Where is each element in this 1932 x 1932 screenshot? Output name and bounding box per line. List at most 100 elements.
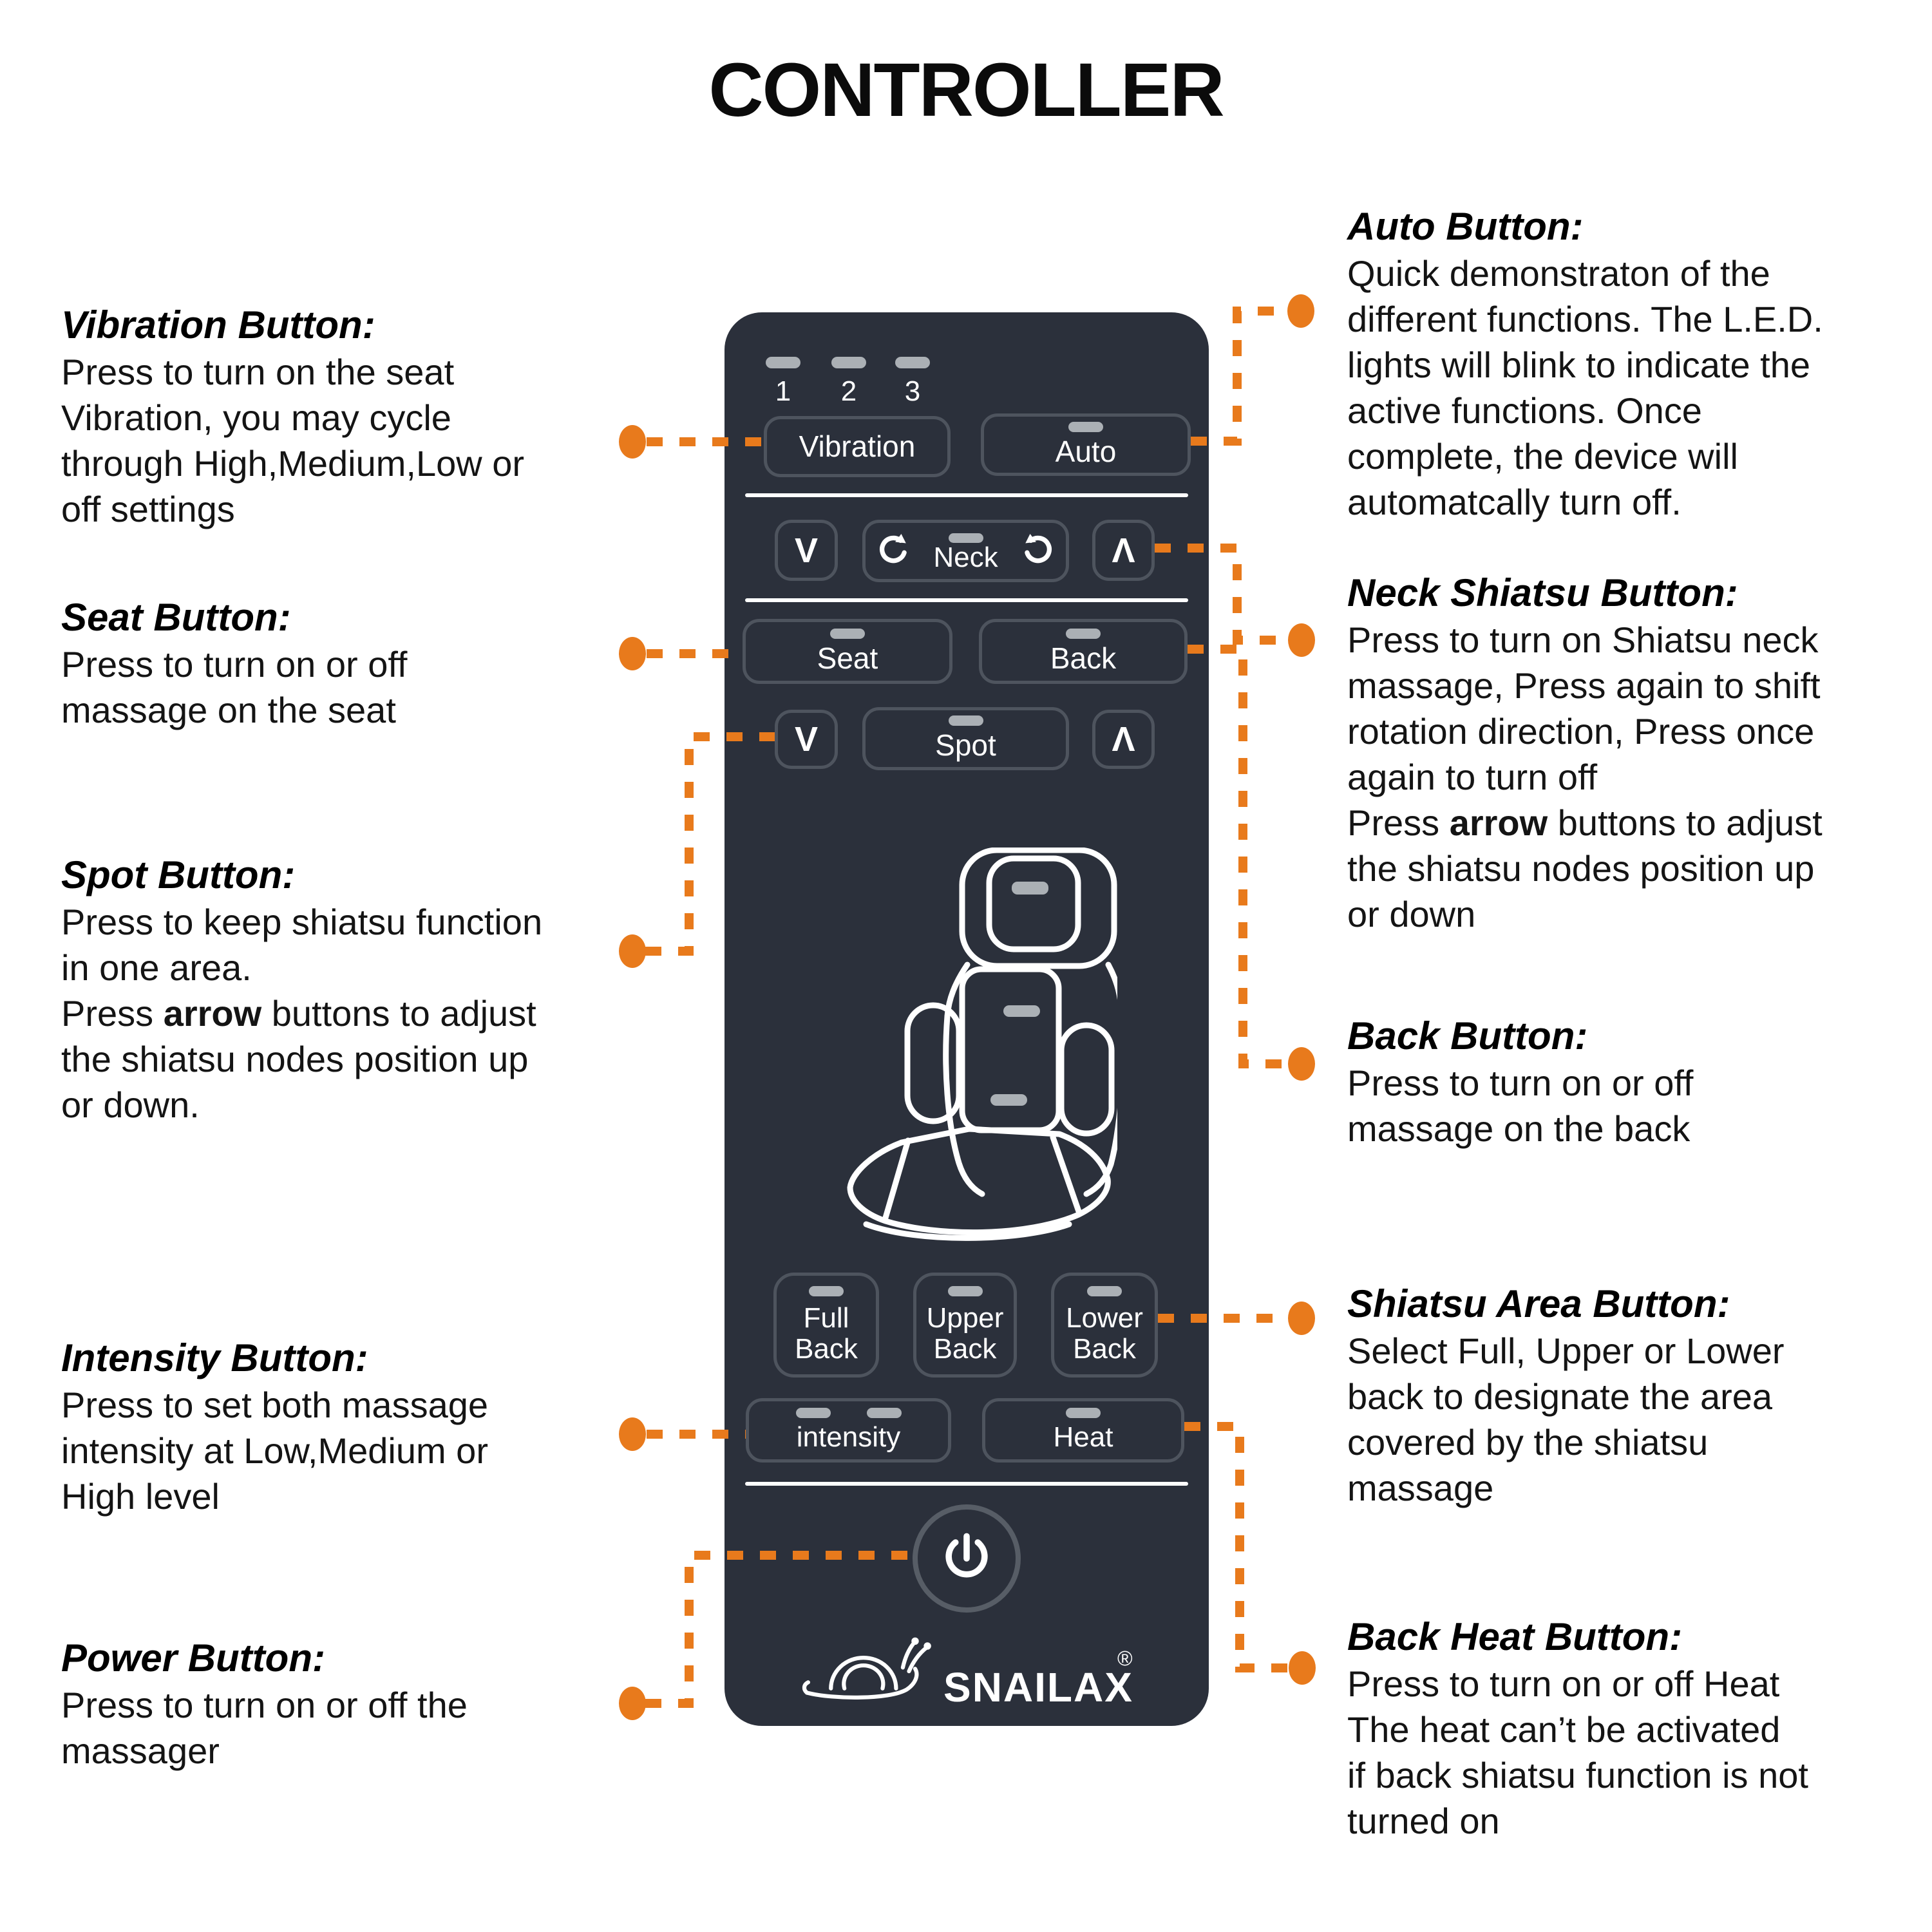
heat-button-label: Heat xyxy=(1053,1421,1113,1454)
annotation-line: Press to set both massage xyxy=(61,1385,489,1425)
indicator-label-2: 2 xyxy=(840,375,857,407)
arrow-up-icon: Λ xyxy=(1112,531,1135,570)
spot-button-label: Spot xyxy=(935,728,996,762)
annotation-line: High level xyxy=(61,1476,220,1517)
intensity-button-led-2 xyxy=(866,1408,902,1419)
annotation-line: Press arrow buttons to adjust xyxy=(61,993,536,1034)
seat-illustration-led xyxy=(990,1094,1027,1106)
vibration-button: Vibration xyxy=(764,416,951,477)
annotation-back-heat-button: Back Heat Button: Press to turn on or of… xyxy=(1347,1613,1808,1844)
spot-down-arrow-button: V xyxy=(775,710,838,769)
annotation-line: Quick demonstraton of the xyxy=(1347,253,1770,294)
arrow-down-icon: V xyxy=(794,531,819,570)
neck-down-arrow-button: V xyxy=(775,520,838,581)
upper-back-button-label: Upper Back xyxy=(926,1302,1004,1365)
annotation-line: covered by the shiatsu xyxy=(1347,1422,1709,1463)
registered-trademark: ® xyxy=(1117,1647,1133,1670)
indicator-led-2 xyxy=(831,357,866,368)
annotation-body: Press to set both massage intensity at Lo… xyxy=(61,1382,488,1519)
leader-dot xyxy=(619,934,646,968)
annotation-line: back to designate the area xyxy=(1347,1376,1773,1417)
leader-dot xyxy=(1288,623,1315,657)
back-button-label: Back xyxy=(1050,641,1117,675)
spot-button: Spot xyxy=(862,707,1069,770)
intensity-button-label: intensity xyxy=(796,1421,901,1454)
neck-button-label: Neck xyxy=(933,542,998,573)
back-button-led xyxy=(1066,628,1101,639)
annotation-line: again to turn off xyxy=(1347,757,1598,797)
indicator-label-1: 1 xyxy=(775,375,791,407)
leader-dot xyxy=(619,425,646,459)
annotation-line: the shiatsu nodes position up xyxy=(61,1039,529,1079)
annotation-line: massage xyxy=(1347,1468,1494,1508)
annotation-line: off settings xyxy=(61,489,235,529)
annotation-line: active functions. Once xyxy=(1347,390,1702,431)
seat-button: Seat xyxy=(743,619,952,684)
annotation-heading: Seat Button: xyxy=(61,596,291,639)
annotation-line: Press to turn on Shiatsu neck xyxy=(1347,620,1819,660)
annotation-heading: Power Button: xyxy=(61,1636,325,1680)
arrow-up-icon: Λ xyxy=(1112,720,1135,759)
annotation-power-button: Power Button: Press to turn on or off th… xyxy=(61,1634,468,1774)
lower-back-button-label: Lower Back xyxy=(1066,1302,1143,1365)
leader-dot xyxy=(619,1417,646,1451)
annotation-line: rotation direction, Press once xyxy=(1347,711,1815,752)
annotation-line: intensity at Low,Medium or xyxy=(61,1430,488,1471)
annotation-heading: Shiatsu Area Button: xyxy=(1347,1282,1730,1325)
seat-button-label: Seat xyxy=(817,641,878,675)
upper-back-button: Upper Back xyxy=(913,1273,1017,1378)
seat-illustration-led xyxy=(1012,882,1048,895)
brand-name: SNAILAX xyxy=(943,1664,1133,1710)
annotation-heading: Back Heat Button: xyxy=(1347,1615,1683,1658)
lower-back-button: Lower Back xyxy=(1051,1273,1158,1378)
seat-button-led xyxy=(830,628,865,639)
separator-line xyxy=(745,1482,1188,1486)
annotation-line: complete, the device will xyxy=(1347,436,1738,477)
leader-dot xyxy=(1288,1302,1315,1335)
arrow-down-icon: V xyxy=(794,720,819,759)
spot-up-arrow-button: Λ xyxy=(1092,710,1155,769)
intensity-button-led-1 xyxy=(795,1408,831,1419)
annotation-heading: Spot Button: xyxy=(61,853,296,896)
auto-button-led xyxy=(1068,421,1103,432)
power-icon xyxy=(945,1533,988,1578)
leader-dot xyxy=(1287,294,1314,328)
annotation-line: massage on the seat xyxy=(61,690,396,730)
leader-dot xyxy=(1288,1047,1315,1081)
separator-line xyxy=(745,598,1188,602)
annotation-line: Press to turn on or off xyxy=(1347,1063,1694,1103)
annotation-heading: Back Button: xyxy=(1347,1014,1588,1057)
auto-button-label: Auto xyxy=(1055,434,1117,468)
annotation-body: Press to turn on Shiatsu neck massage, Pr… xyxy=(1347,617,1823,937)
annotation-body: Quick demonstraton of the different funct… xyxy=(1347,251,1823,525)
rotate-counterclockwise-icon xyxy=(880,533,907,563)
annotation-line: different functions. The L.E.D. xyxy=(1347,299,1823,339)
annotation-line: through High,Medium,Low or xyxy=(61,443,525,484)
separator-line xyxy=(745,493,1188,497)
page-title: CONTROLLER xyxy=(708,48,1224,133)
annotation-line: massage, Press again to shift xyxy=(1347,665,1821,706)
spot-button-led xyxy=(948,715,983,726)
remote-controller-illustration: 1 2 3 Vibration Auto V Neck Λ Seat Back xyxy=(724,312,1209,1726)
upper-back-button-led xyxy=(947,1285,983,1296)
lower-back-button-led xyxy=(1087,1285,1122,1296)
indicator-led-3 xyxy=(895,357,930,368)
annotation-vibration-button: Vibration Button: Press to turn on the s… xyxy=(61,301,524,532)
snail-logo-icon xyxy=(802,1637,931,1700)
massage-seat-illustration xyxy=(847,848,1117,1241)
power-button xyxy=(913,1504,1021,1613)
annotation-line: massager xyxy=(61,1730,220,1771)
annotation-spot-button: Spot Button: Press to keep shiatsu funct… xyxy=(61,851,542,1128)
vibration-button-label: Vibration xyxy=(799,429,916,463)
annotation-line: Press to turn on or off Heat xyxy=(1347,1663,1780,1704)
annotation-line: turned on xyxy=(1347,1801,1500,1841)
annotation-line: Press arrow buttons to adjust xyxy=(1347,802,1823,843)
annotation-line: or down xyxy=(1347,894,1476,934)
